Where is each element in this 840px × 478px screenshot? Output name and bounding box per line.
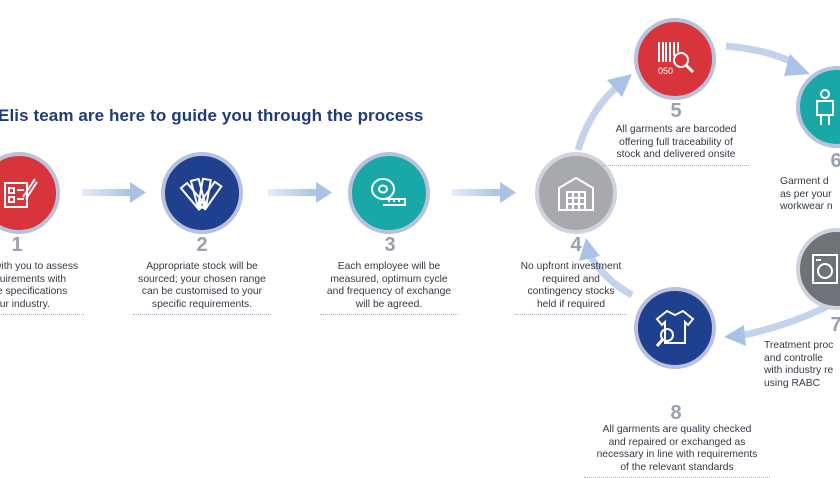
step-4-number: 4 [570,234,582,256]
arrow-4-to-5-head [607,74,632,97]
worker-icon [812,87,838,127]
arrow-4-to-5 [574,83,621,152]
arrow-1-to-2 [82,182,146,203]
barcode-number: 050 [658,66,673,76]
step-5-circle: 050 [634,18,716,100]
step-3-circle [348,152,430,234]
arrow-5-to-6 [725,42,798,68]
clipboard-pencil-icon [0,173,39,213]
washing-machine-icon [811,253,839,285]
step-4-description: No upfront investment required and conti… [515,261,627,316]
step-7-number: 7 [830,314,840,336]
step-8-number: 8 [670,402,682,424]
arrow-7-to-8-head [724,325,746,346]
step-6-number: 6 [830,150,840,172]
step-1-number: 1 [11,234,23,256]
step-1-description: with you to assess quirements with te sp… [0,261,84,316]
arrow-7-to-8 [743,301,832,339]
arrow-3-to-4 [452,182,516,203]
arrow-5-to-6-head [784,54,810,76]
warehouse-icon [556,174,596,212]
step-8-circle [634,287,716,369]
step-6-description: Garment d as per your workwear n [780,176,833,213]
barcode-search-icon: 050 [653,38,697,80]
measuring-tape-icon [367,173,411,213]
step-2-circle [161,152,243,234]
step-7-description: Treatment proc and controlle with indust… [764,340,834,389]
fabric-swatches-icon [179,173,225,213]
step-4-circle [535,152,617,234]
step-3-description: Each employee will be measured, optimum … [320,261,458,316]
page-title: Elis team are here to guide you through … [0,106,424,125]
step-5-number: 5 [670,100,682,122]
step-3-number: 3 [384,234,396,256]
arrow-8-to-4 [587,254,634,299]
step-2-description: Appropriate stock will be sourced; your … [133,261,271,316]
step-8-description: All garments are quality checked and rep… [584,424,770,478]
step-2-number: 2 [196,234,208,256]
shirt-inspection-icon [653,307,697,349]
arrow-8-to-4-head [579,238,600,261]
arrow-2-to-3 [268,182,332,203]
step-5-description: All garments are barcoded offering full … [603,124,749,166]
